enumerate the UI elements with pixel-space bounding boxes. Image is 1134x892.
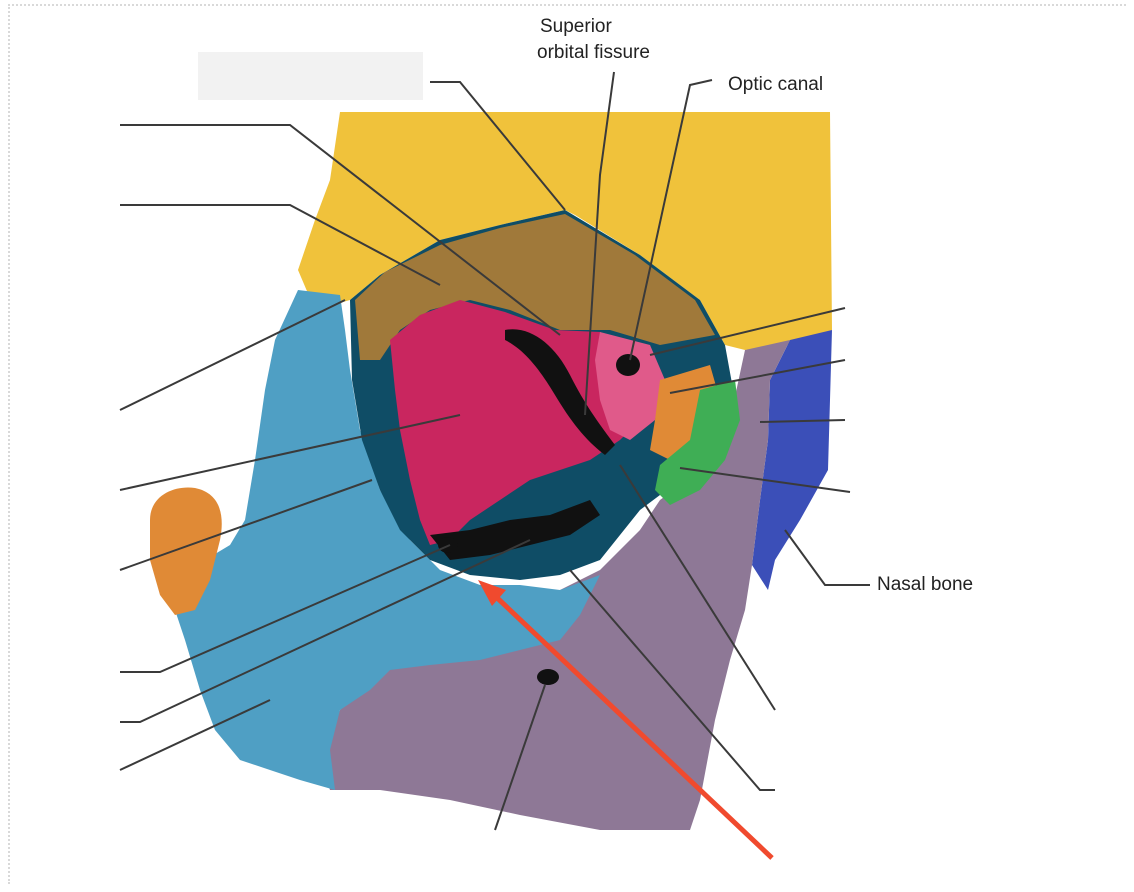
label-optic-canal: Optic canal bbox=[728, 74, 823, 96]
label-superior-orbital-fissure-2: orbital fissure bbox=[537, 42, 650, 64]
leader-nasal-bone bbox=[785, 530, 870, 585]
label-nasal-bone: Nasal bone bbox=[877, 574, 973, 596]
blank-label-patch bbox=[198, 52, 423, 100]
infraorbital-foramen bbox=[537, 669, 559, 685]
optic-canal bbox=[616, 354, 640, 376]
label-superior-orbital-fissure-1: Superior bbox=[540, 16, 612, 38]
